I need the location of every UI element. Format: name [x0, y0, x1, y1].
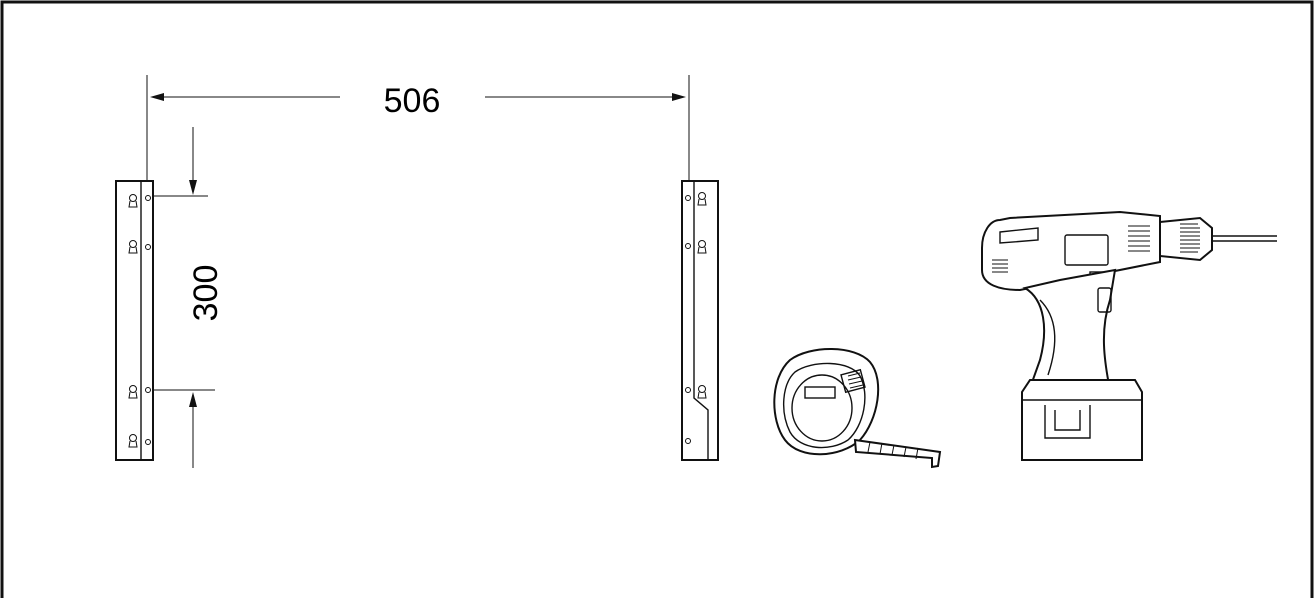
arrowhead-bottom	[189, 392, 197, 407]
cordless-drill-icon	[981, 210, 1277, 461]
arrowhead-right	[672, 93, 686, 101]
height-dimension: 300	[148, 127, 225, 468]
width-dimension: 506	[146, 75, 690, 185]
width-label: 506	[384, 82, 441, 120]
tape-measure-icon	[773, 348, 942, 469]
height-label: 300	[187, 265, 225, 322]
right-bracket	[681, 180, 719, 461]
arrowhead-left	[150, 93, 164, 101]
arrowhead-top	[189, 180, 197, 195]
left-bracket	[115, 180, 154, 461]
